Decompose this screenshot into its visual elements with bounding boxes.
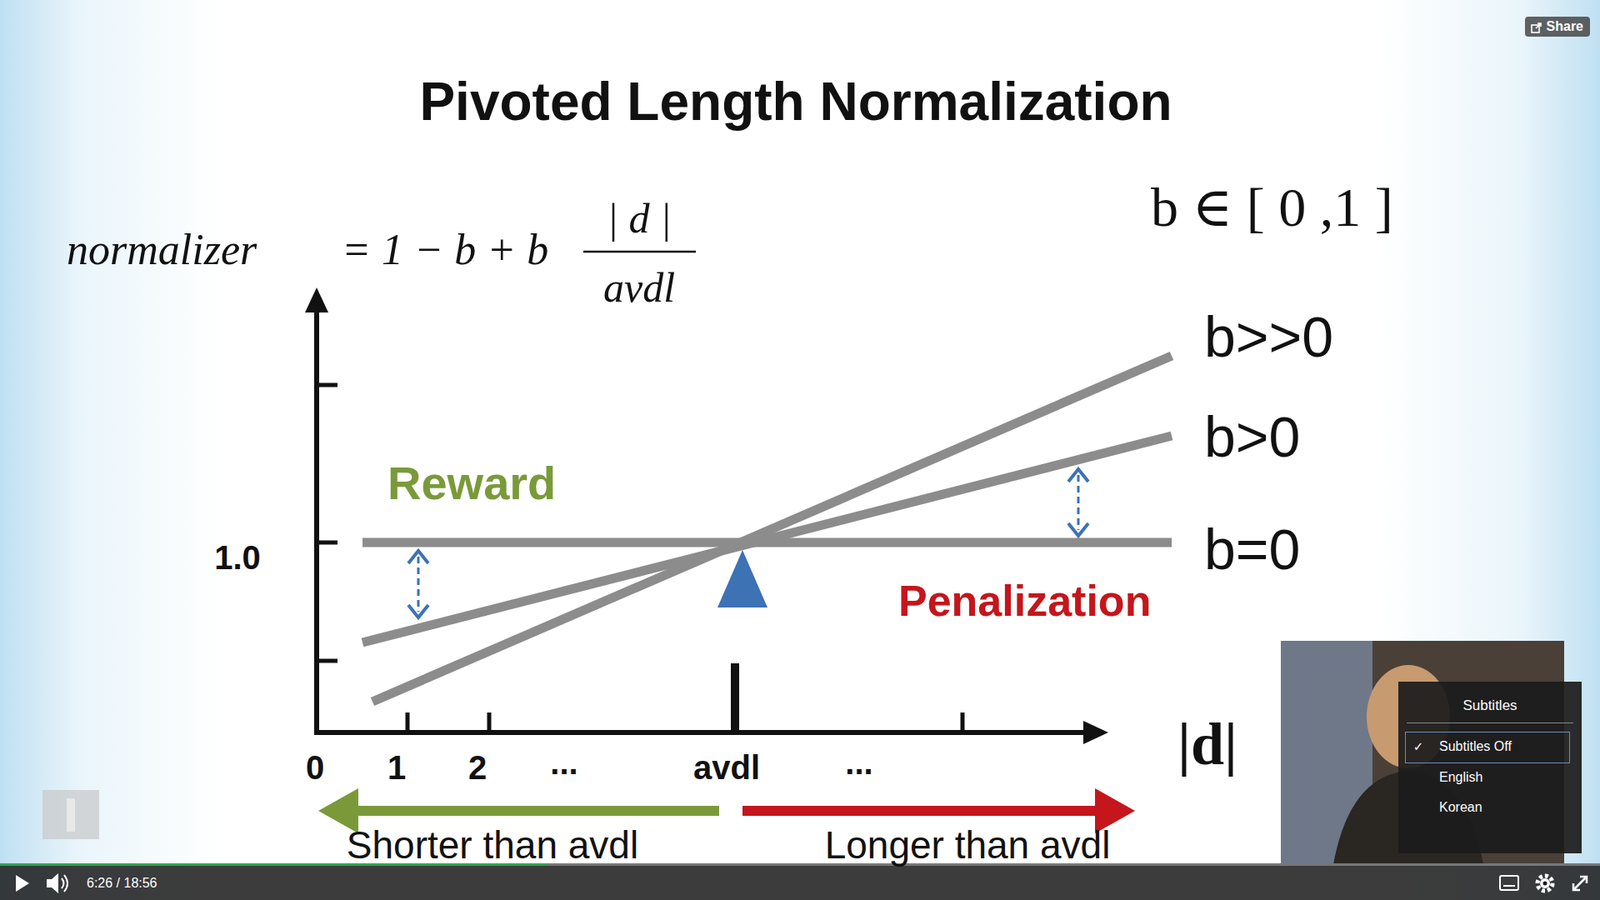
y-tick (316, 383, 338, 388)
menu-divider (1406, 722, 1574, 724)
volume-icon (46, 873, 68, 894)
settings-icon (1537, 875, 1553, 891)
longer-arrow (742, 805, 1113, 816)
progress-track (0, 863, 1600, 866)
line-label: b=0 (1204, 518, 1300, 581)
y-axis (314, 300, 320, 734)
menu-item: English (1439, 770, 1483, 785)
menu-item: Subtitles Off (1439, 739, 1512, 755)
x-tick (960, 712, 965, 733)
share-button: Share (1525, 16, 1590, 37)
play-icon (15, 875, 30, 892)
subtitles-menu: Subtitles ✓ Subtitles OffEnglishKorean (1398, 681, 1582, 854)
y-tick (316, 540, 338, 545)
direction-label: Shorter than avdl (346, 824, 639, 867)
reward-label: Reward (387, 457, 556, 510)
x-tick-label: ... (845, 744, 873, 781)
formula-numerator: | d | (606, 195, 672, 242)
x-tick (405, 712, 410, 733)
x-tick (487, 712, 492, 733)
line-label: b>0 (1204, 405, 1300, 469)
x-tick-label: ... (550, 744, 578, 781)
pivot-triangle (717, 550, 768, 608)
share-icon (1530, 21, 1543, 34)
button-text: Share (1546, 19, 1584, 34)
line-label: b>>0 (1204, 305, 1334, 369)
x-axis-head (1083, 720, 1109, 745)
menu-item: Korean (1439, 800, 1483, 815)
y-axis-head (305, 287, 329, 313)
formula-text: = 1 − b + b (341, 225, 549, 274)
parameter-range: b ∈ [ 0 ,1 ] (1150, 177, 1394, 239)
avdl-tick (730, 663, 740, 733)
line-b-large (372, 355, 1172, 702)
x-tick-label: 1 (387, 749, 406, 786)
y-tick-label: 1.0 (214, 539, 261, 576)
penalization-label: Penalization (898, 577, 1151, 625)
line-b-pos (362, 435, 1172, 643)
axis-label: |d| (1177, 711, 1238, 778)
menu-heading: Subtitles (1462, 698, 1517, 715)
control-bar (0, 863, 1600, 900)
x-tick-label: 0 (305, 749, 325, 786)
formula-denominator: avdl (603, 265, 675, 311)
fraction-bar (583, 250, 696, 254)
check-mark: ✓ (1413, 740, 1425, 755)
captions-icon (1500, 875, 1519, 890)
exit-fullscreen-icon (1573, 876, 1587, 890)
shorter-arrow (341, 805, 720, 816)
y-tick (316, 659, 338, 664)
direction-label: Longer than avdl (825, 824, 1111, 867)
x-tick-label: avdl (693, 749, 760, 786)
slide-title: Pivoted Length Normalization (419, 72, 1172, 131)
logo-mark (66, 798, 75, 832)
time-display: 6:26 / 18:56 (86, 875, 158, 891)
logo-box (42, 790, 100, 840)
x-tick-label: 2 (468, 749, 487, 786)
x-axis (314, 730, 1092, 735)
formula-text: normalizer (66, 225, 257, 274)
